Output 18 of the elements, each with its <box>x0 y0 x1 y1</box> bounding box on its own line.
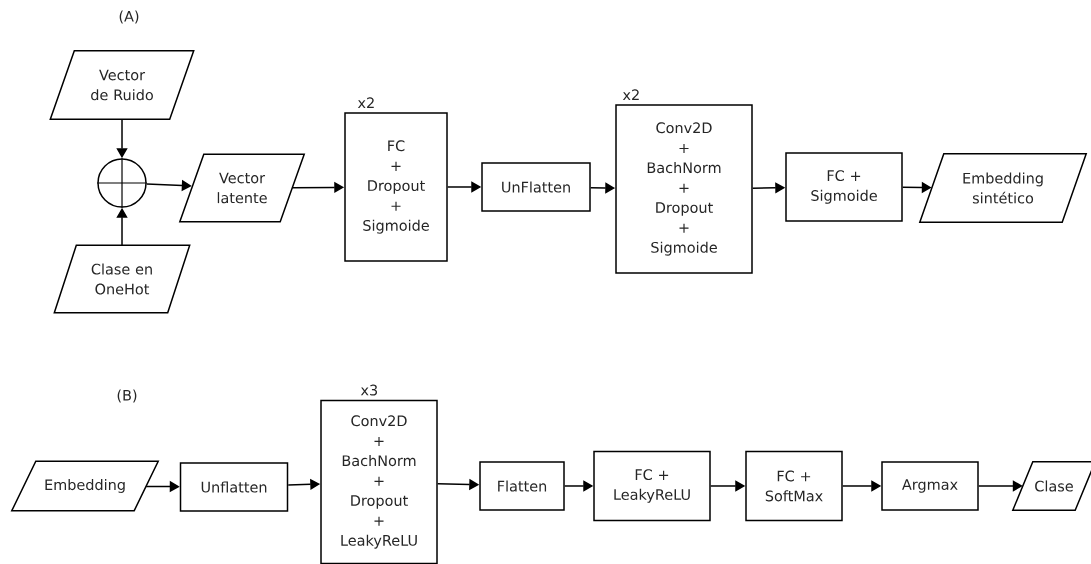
process-box: UnFlatten <box>481 162 591 212</box>
repeat-label: x2 <box>357 97 374 109</box>
panel-label: (A) <box>119 10 139 24</box>
process-box: FC + Sigmoide <box>785 152 903 222</box>
panel-label: (B) <box>117 389 137 403</box>
process-box: FC + SoftMax <box>745 450 843 522</box>
process-box: Argmax <box>881 461 979 511</box>
process-box: Flatten <box>479 461 565 511</box>
process-box: Unflatten <box>179 462 289 512</box>
input-parallelogram: Vector de Ruido <box>49 50 195 120</box>
process-box: FC + Dropout + Sigmoide <box>344 112 448 262</box>
process-box: FC + LeakyReLU <box>593 450 711 522</box>
process-box: Conv2D + BachNorm + Dropout + Sigmoide <box>615 104 753 274</box>
summation-circle <box>96 157 148 209</box>
process-box: Conv2D + BachNorm + Dropout + LeakyReLU <box>320 399 438 564</box>
input-parallelogram: Clase en OneHot <box>53 244 191 314</box>
repeat-label: x3 <box>360 384 378 396</box>
repeat-label: x2 <box>622 89 639 101</box>
